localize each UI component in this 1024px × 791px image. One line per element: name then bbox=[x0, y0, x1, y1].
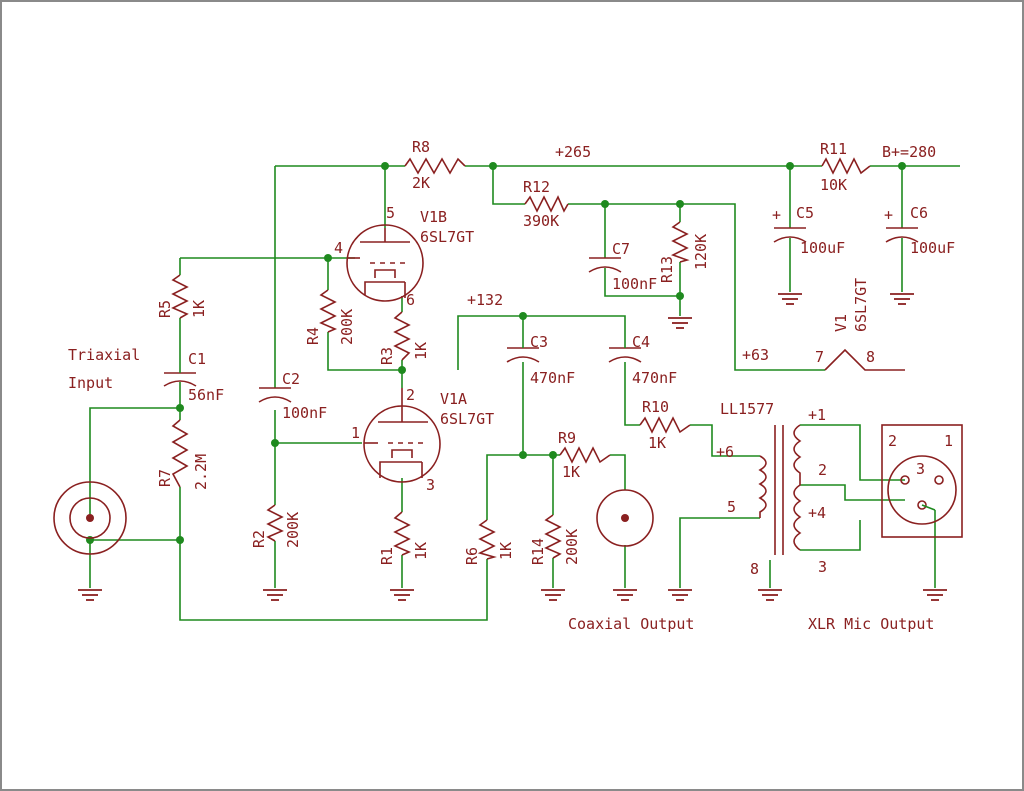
transformer-pin-6: +6 bbox=[716, 443, 734, 461]
r10-ref: R10 bbox=[642, 398, 669, 416]
triaxial-label-line2: Input bbox=[68, 374, 113, 392]
c4-ref: C4 bbox=[632, 333, 650, 351]
rail-label-132: +132 bbox=[467, 291, 503, 309]
r14-value: 200K bbox=[563, 529, 581, 565]
transformer-pin-8: 8 bbox=[750, 560, 759, 578]
c6-value: 100uF bbox=[910, 239, 955, 257]
c4-value: 470nF bbox=[632, 369, 677, 387]
v1a-pin-2: 2 bbox=[406, 386, 415, 404]
r4-ref: R4 bbox=[304, 327, 322, 345]
v1a-pin-1: 1 bbox=[351, 424, 360, 442]
c6-ref: C6 bbox=[910, 204, 928, 222]
c7-value: 100nF bbox=[612, 275, 657, 293]
r1-ref: R1 bbox=[378, 547, 396, 565]
xlr-pin-2: 2 bbox=[888, 432, 897, 450]
r5-value: 1K bbox=[190, 300, 208, 318]
c5-polarity: + bbox=[772, 206, 781, 224]
v1a-pin-3: 3 bbox=[426, 476, 435, 494]
r5-ref: R5 bbox=[156, 300, 174, 318]
tube-v1b bbox=[346, 224, 424, 302]
transformer-ll1577 bbox=[758, 424, 802, 555]
r1-value: 1K bbox=[412, 542, 430, 560]
r7-ref: R7 bbox=[156, 469, 174, 487]
r11-ref: R11 bbox=[820, 140, 847, 158]
resistor-symbols bbox=[171, 157, 871, 560]
r2-ref: R2 bbox=[250, 530, 268, 548]
v1b-pin-6: 6 bbox=[406, 291, 415, 309]
xlr-connector bbox=[881, 424, 963, 538]
heater-symbol bbox=[824, 348, 905, 371]
heater-pin-8: 8 bbox=[866, 348, 875, 366]
transformer-pin-5: 5 bbox=[727, 498, 736, 516]
v1-ref: V1 bbox=[832, 314, 850, 332]
r12-ref: R12 bbox=[523, 178, 550, 196]
transformer-pin-1: +1 bbox=[808, 406, 826, 424]
c3-ref: C3 bbox=[530, 333, 548, 351]
transformer-pin-4: +4 bbox=[808, 504, 826, 522]
xlr-pin-3: 3 bbox=[916, 460, 925, 478]
coaxial-connector bbox=[596, 489, 654, 547]
r4-value: 200K bbox=[338, 309, 356, 345]
r8-ref: R8 bbox=[412, 138, 430, 156]
c2-value: 100nF bbox=[282, 404, 327, 422]
tube-v1a bbox=[363, 388, 441, 483]
c6-polarity: + bbox=[884, 206, 893, 224]
v1b-ref: V1B bbox=[420, 208, 447, 226]
r10-value: 1K bbox=[648, 434, 666, 452]
c2-ref: C2 bbox=[282, 370, 300, 388]
capacitor-symbols bbox=[163, 227, 919, 403]
v1b-pin-4: 4 bbox=[334, 239, 343, 257]
coaxial-output-label: Coaxial Output bbox=[568, 615, 694, 633]
r6-value: 1K bbox=[497, 542, 515, 560]
c7-ref: C7 bbox=[612, 240, 630, 258]
r13-value: 120K bbox=[692, 234, 710, 270]
r6-ref: R6 bbox=[463, 547, 481, 565]
v1b-type: 6SL7GT bbox=[420, 228, 474, 246]
transformer-pin-3: 3 bbox=[818, 558, 827, 576]
v1a-ref: V1A bbox=[440, 390, 467, 408]
rail-label-63: +63 bbox=[742, 346, 769, 364]
r13-ref: R13 bbox=[658, 256, 676, 283]
c1-value: 56nF bbox=[188, 386, 224, 404]
r8-value: 2K bbox=[412, 174, 430, 192]
heater-pin-7: 7 bbox=[815, 348, 824, 366]
triaxial-label-line1: Triaxial bbox=[68, 346, 140, 364]
r14-ref: R14 bbox=[529, 538, 547, 565]
r3-ref: R3 bbox=[378, 347, 396, 365]
r12-value: 390K bbox=[523, 212, 559, 230]
v1a-type: 6SL7GT bbox=[440, 410, 494, 428]
r2-value: 200K bbox=[284, 512, 302, 548]
xlr-output-label: XLR Mic Output bbox=[808, 615, 934, 633]
r9-value: 1K bbox=[562, 463, 580, 481]
transformer-ref: LL1577 bbox=[720, 400, 774, 418]
v1b-pin-5: 5 bbox=[386, 204, 395, 222]
xlr-pin-1: 1 bbox=[944, 432, 953, 450]
c3-value: 470nF bbox=[530, 369, 575, 387]
rail-label-b-plus: B+=280 bbox=[882, 143, 936, 161]
r3-value: 1K bbox=[412, 342, 430, 360]
triaxial-connector bbox=[53, 481, 127, 555]
c5-ref: C5 bbox=[796, 204, 814, 222]
v1-type: 6SL7GT bbox=[852, 278, 870, 332]
r11-value: 10K bbox=[820, 176, 847, 194]
c5-value: 100uF bbox=[800, 239, 845, 257]
rail-label-265: +265 bbox=[555, 143, 591, 161]
c1-ref: C1 bbox=[188, 350, 206, 368]
r9-ref: R9 bbox=[558, 429, 576, 447]
r7-value: 2.2M bbox=[192, 454, 210, 490]
transformer-pin-2: 2 bbox=[818, 461, 827, 479]
